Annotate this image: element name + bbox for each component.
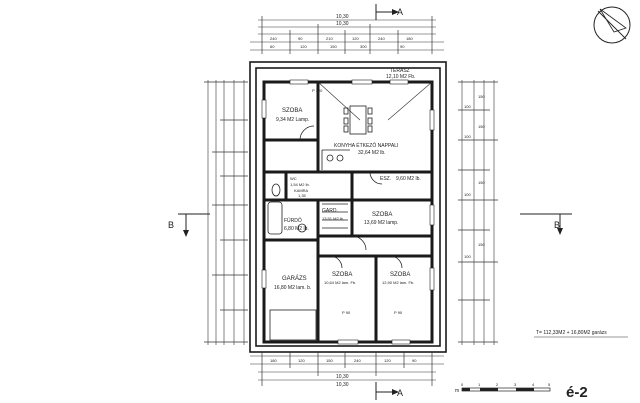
door-swings — [299, 125, 403, 269]
room-konyha-area: 32,64 M2 lb. — [358, 150, 386, 156]
kitchen-counter — [321, 149, 350, 170]
svg-text:180: 180 — [270, 358, 277, 363]
room-szoba-nw-name: SZOBA — [282, 108, 302, 114]
room-esz-area: 9,60 M2 lb. — [396, 176, 421, 182]
room-szoba-center-area: 13,69 M2 lamp. — [364, 220, 398, 226]
scale-tick-4: 4 — [532, 382, 535, 387]
svg-text:120: 120 — [298, 358, 305, 363]
room-gard-name: GARD. — [322, 208, 338, 214]
room-gard-area: 13,51 M2 lb. — [322, 216, 344, 221]
garage-door — [269, 309, 317, 341]
opening-p90-1: P 90 — [342, 310, 351, 315]
svg-text:100: 100 — [464, 104, 471, 109]
svg-text:240: 240 — [270, 36, 277, 41]
opening-p90-2: P 90 — [394, 310, 403, 315]
top-dim-total-1: 10,30 — [336, 14, 349, 20]
room-garazs-area: 16,80 M2 lam. b. — [274, 285, 311, 291]
svg-text:240: 240 — [378, 36, 385, 41]
room-szoba-se-area: 12,90 M2 lam. Fb. — [382, 280, 414, 285]
scale-tick-1: 1 — [478, 382, 481, 387]
right-dimension-chains: 100 150 100 150 100 150 100 150 — [458, 80, 498, 345]
svg-text:300: 300 — [360, 44, 367, 49]
bottom-dimension-chains: 180 120 150 240 120 90 10,30 10,30 — [250, 352, 444, 388]
section-marker-b-left: B — [168, 213, 210, 237]
terrace-boundary — [249, 61, 447, 353]
scale-unit: m — [455, 388, 459, 394]
room-kamra-area: 1,35 — [298, 193, 307, 198]
room-terasz-name: TERASZ — [390, 68, 410, 74]
svg-text:100: 100 — [464, 192, 471, 197]
bottom-dim-total-2: 10,30 — [336, 382, 349, 388]
svg-text:180: 180 — [406, 36, 413, 41]
svg-text:90: 90 — [298, 36, 303, 41]
svg-text:120: 120 — [352, 36, 359, 41]
svg-text:150: 150 — [478, 124, 485, 129]
roof-hatch-lines — [317, 81, 433, 121]
svg-text:150: 150 — [478, 94, 485, 99]
section-label-a-top: A — [397, 7, 403, 17]
room-furdo-name: FÜRDŐ — [284, 217, 302, 224]
room-furdo-area: 6,80 M2 lb. — [284, 226, 309, 232]
left-dimension-chains — [204, 80, 248, 345]
svg-text:240: 240 — [354, 358, 361, 363]
opening-p120: P 120 — [312, 88, 323, 93]
svg-text:150: 150 — [478, 180, 485, 185]
svg-text:60: 60 — [270, 44, 275, 49]
top-dimension-chains: 10,30 10,30 240 90 210 120 240 180 60 120 15… — [250, 14, 444, 54]
room-esz-name: ESZ. — [380, 176, 391, 182]
room-terasz-area: 12,10 M2 Fb. — [386, 74, 415, 80]
room-kamra-name: KAMRA — [294, 188, 309, 193]
section-label-a-bottom: A — [397, 388, 403, 398]
room-garazs-name: GARÁZS — [282, 275, 307, 282]
room-szoba-center-name: SZOBA — [372, 212, 392, 218]
section-marker-b-right: B — [520, 213, 572, 235]
room-wc-name: WC — [290, 176, 297, 181]
area-summary-note: T= 112,33M2 + 16,80M2 garázs — [536, 330, 607, 336]
section-marker-a-bottom: A — [375, 382, 403, 400]
room-szoba-sw-area: 10,64 M2 lam. Fb. — [324, 280, 356, 285]
room-szoba-se-name: SZOBA — [390, 272, 410, 278]
bottom-dim-total-1: 10,30 — [336, 374, 349, 380]
svg-text:150: 150 — [478, 242, 485, 247]
section-label-b-left: B — [168, 220, 174, 230]
svg-text:120: 120 — [300, 44, 307, 49]
svg-text:210: 210 — [326, 36, 333, 41]
svg-text:120: 120 — [384, 358, 391, 363]
svg-text:90: 90 — [400, 44, 405, 49]
dining-table-icon — [343, 105, 373, 135]
scale-tick-0: 0 — [461, 382, 464, 387]
north-arrow-icon — [593, 6, 631, 44]
svg-text:100: 100 — [464, 254, 471, 259]
room-szoba-sw-name: SZOBA — [332, 272, 352, 278]
svg-text:90: 90 — [412, 358, 417, 363]
scale-tick-3: 3 — [514, 382, 517, 387]
room-szoba-nw-area: 9,34 M2 Lamp. — [276, 117, 309, 123]
room-wc-area: 1,54 M2 lb. — [290, 182, 310, 187]
scale-bar: m 0 1 2 3 4 5 — [455, 382, 551, 394]
wc-icon — [271, 183, 281, 197]
section-marker-a-top: A — [375, 4, 403, 20]
stairs-icon — [322, 203, 348, 229]
windows — [261, 79, 435, 345]
top-dim-total-2: 10,30 — [336, 21, 349, 27]
bathtub-icon — [267, 201, 307, 235]
svg-text:150: 150 — [330, 44, 337, 49]
scale-tick-2: 2 — [496, 382, 499, 387]
sheet-id: é-2 — [566, 384, 588, 401]
svg-text:100: 100 — [464, 134, 471, 139]
svg-text:150: 150 — [326, 358, 333, 363]
scale-tick-5: 5 — [548, 382, 551, 387]
section-label-b-right: B — [554, 220, 560, 230]
room-konyha-name: KONYHA ÉTKEZŐ NAPPALI — [334, 142, 398, 149]
